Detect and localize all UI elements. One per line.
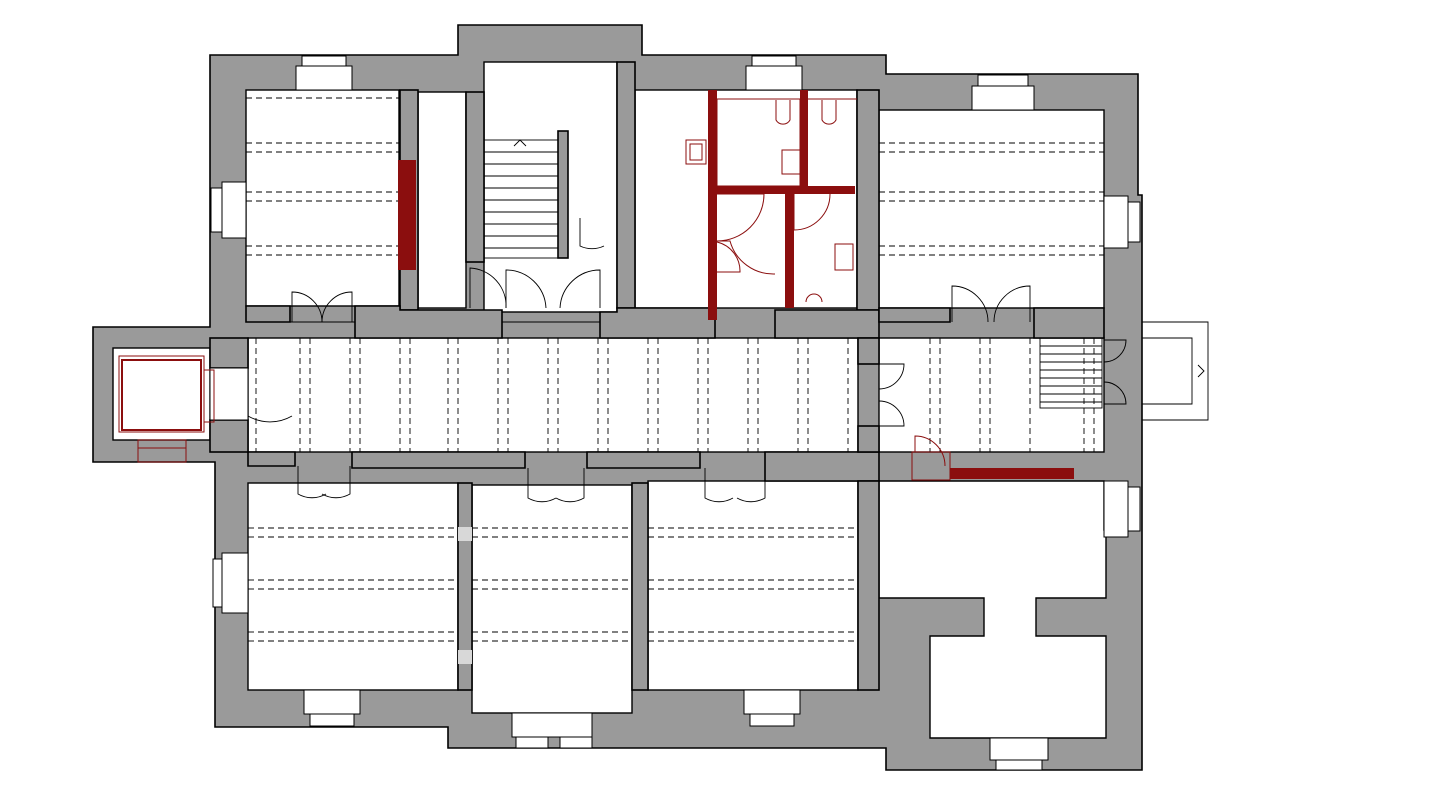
window [1103, 195, 1129, 249]
window [221, 552, 249, 614]
window [743, 689, 801, 715]
room-ne [878, 109, 1105, 309]
room-sw [247, 482, 459, 691]
window [209, 367, 249, 421]
corridor-east [878, 337, 1105, 453]
windows [209, 55, 1141, 771]
room-s1 [471, 484, 633, 714]
corridor [247, 337, 859, 453]
east-stair-arrow [1197, 364, 1205, 378]
new-wall [398, 160, 416, 270]
ceiling-beams [246, 97, 1104, 642]
window [221, 181, 247, 239]
window [989, 737, 1049, 761]
new-construction [118, 90, 1074, 481]
doors [247, 218, 1127, 503]
room-s2 [647, 480, 859, 691]
east-stair-landing-inner [1142, 337, 1193, 405]
room-nw [245, 89, 400, 307]
room-narrow [417, 91, 467, 309]
room-stairwell [483, 61, 618, 313]
window [1103, 480, 1129, 538]
window [303, 689, 361, 715]
window [745, 65, 803, 91]
window [295, 65, 353, 91]
rooms [112, 61, 1107, 739]
window [511, 712, 593, 738]
room-sanitary [634, 89, 858, 309]
elevator-shaft [112, 347, 211, 441]
east-stair-landing [1142, 321, 1209, 421]
main-staircase [465, 91, 569, 263]
window [971, 85, 1035, 111]
